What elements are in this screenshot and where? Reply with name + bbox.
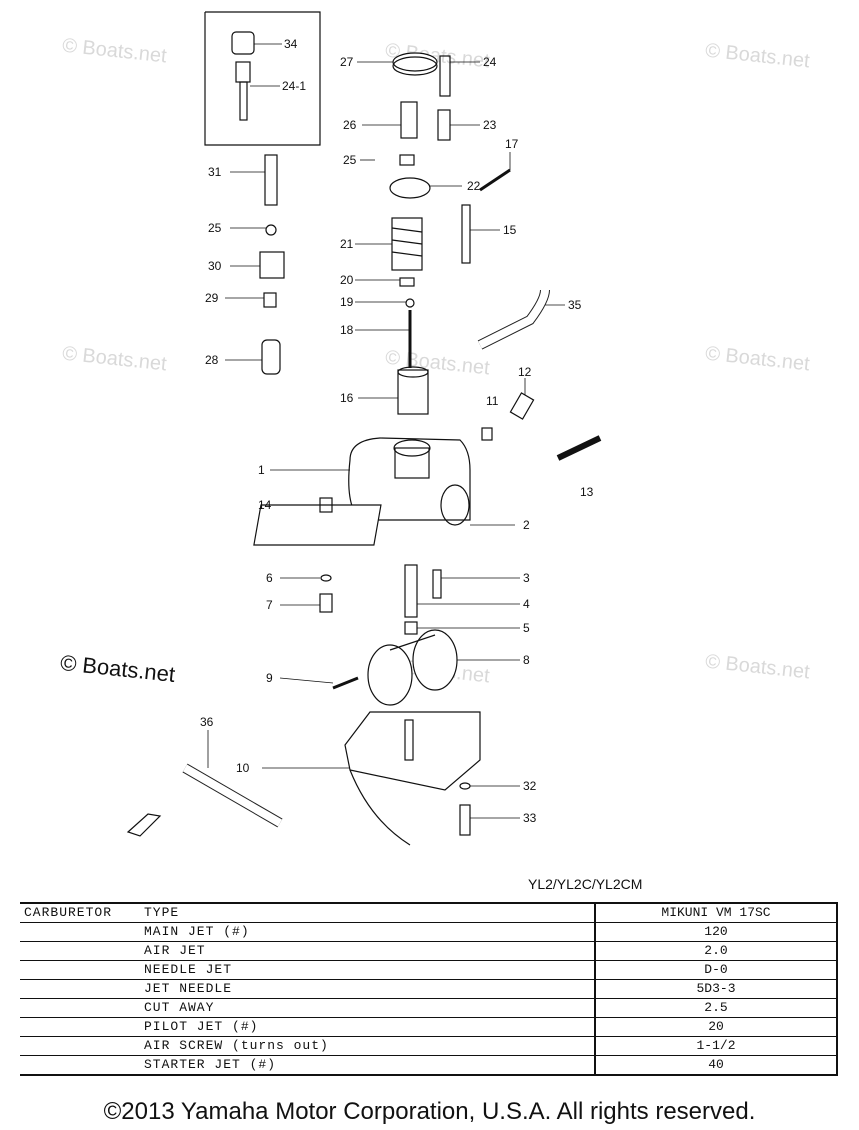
callout-29: 29 (205, 291, 219, 305)
table-row: STARTER JET (#) 40 (20, 1055, 838, 1076)
callout-30: 30 (208, 259, 222, 273)
callout-23: 23 (483, 118, 497, 132)
callout-26: 26 (343, 118, 357, 132)
spec-label: PILOT JET (#) (140, 1017, 595, 1037)
callout-9: 9 (266, 671, 273, 685)
callout-16: 16 (340, 391, 354, 405)
carburetor-spec-table: CARBURETOR TYPE MIKUNI VM 17SC MAIN JET … (20, 902, 838, 1076)
spec-label: AIR JET (140, 941, 595, 961)
spec-label: TYPE (140, 903, 595, 923)
callout-5: 5 (523, 621, 530, 635)
callout-33: 33 (523, 811, 537, 825)
table-row: PILOT JET (#) 20 (20, 1017, 838, 1037)
callout-36: 36 (200, 715, 214, 729)
table-row: CARBURETOR TYPE MIKUNI VM 17SC (20, 903, 838, 923)
spec-value: 1-1/2 (594, 1036, 838, 1056)
callout-6: 6 (266, 571, 273, 585)
callout-27: 27 (340, 55, 354, 69)
callout-32: 32 (523, 779, 537, 793)
callout-3: 3 (523, 571, 530, 585)
callout-12: 12 (518, 365, 532, 379)
callout-20: 20 (340, 273, 354, 287)
callout-7: 7 (266, 598, 273, 612)
callout-14: 14 (258, 498, 272, 512)
spec-value: 5D3-3 (594, 979, 838, 999)
callout-25b: 25 (208, 221, 222, 235)
table-row: NEEDLE JET D-0 (20, 960, 838, 980)
callout-15: 15 (503, 223, 517, 237)
spec-label: JET NEEDLE (140, 979, 595, 999)
spec-label: MAIN JET (#) (140, 922, 595, 942)
spec-value: 2.0 (594, 941, 838, 961)
callout-24: 24 (483, 55, 497, 69)
spec-value: D-0 (594, 960, 838, 980)
callout-21: 21 (340, 237, 354, 251)
callout-19: 19 (340, 295, 354, 309)
spec-value: MIKUNI VM 17SC (594, 903, 838, 923)
spec-value: 40 (594, 1055, 838, 1076)
callout-4: 4 (523, 597, 530, 611)
callout-31: 31 (208, 165, 222, 179)
copyright-text: ©2013 Yamaha Motor Corporation, U.S.A. A… (103, 1098, 756, 1125)
spec-label: CUT AWAY (140, 998, 595, 1018)
callout-28: 28 (205, 353, 219, 367)
callout-17: 17 (505, 137, 519, 151)
spec-category: CARBURETOR (20, 903, 140, 923)
spec-label: AIR SCREW (turns out) (140, 1036, 595, 1056)
spec-label: NEEDLE JET (140, 960, 595, 980)
spec-label: STARTER JET (#) (140, 1055, 595, 1076)
callout-34: 34 (284, 37, 298, 51)
carburetor-exploded-diagram: 34 24-1 27 24 26 23 25 17 31 22 25 15 21… (126, 11, 602, 846)
callout-11: 11 (486, 394, 499, 408)
table-row: JET NEEDLE 5D3-3 (20, 979, 838, 999)
callout-22: 22 (467, 179, 481, 193)
table-row: AIR SCREW (turns out) 1-1/2 (20, 1036, 838, 1056)
callout-10: 10 (236, 761, 250, 775)
callout-24-1: 24-1 (282, 79, 306, 93)
callout-2: 2 (523, 518, 530, 532)
callout-1: 1 (258, 463, 265, 477)
model-label: YL2/YL2C/YL2CM (528, 876, 643, 892)
callout-13: 13 (580, 485, 594, 499)
table-row: MAIN JET (#) 120 (20, 922, 838, 942)
spec-value: 2.5 (594, 998, 838, 1018)
callout-18: 18 (340, 323, 354, 337)
callout-35: 35 (568, 298, 582, 312)
spec-value: 20 (594, 1017, 838, 1037)
table-row: CUT AWAY 2.5 (20, 998, 838, 1018)
table-row: AIR JET 2.0 (20, 941, 838, 961)
spec-value: 120 (594, 922, 838, 942)
callout-25: 25 (343, 153, 357, 167)
callout-8: 8 (523, 653, 530, 667)
